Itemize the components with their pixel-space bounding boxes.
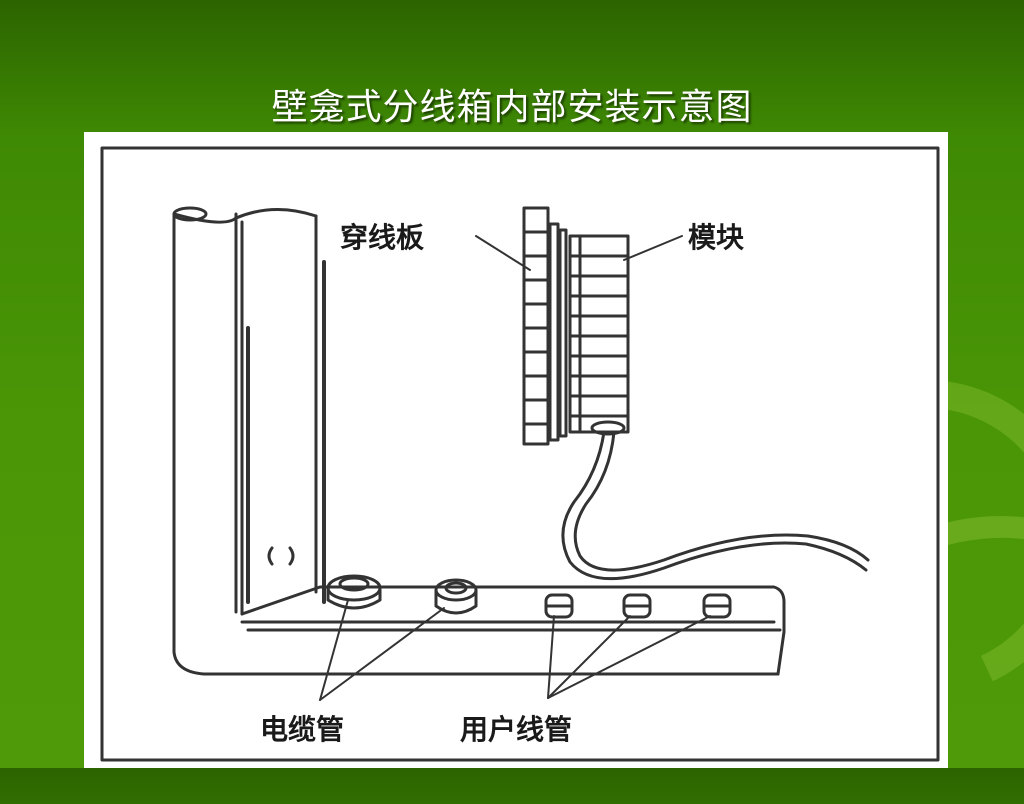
leader-user-2	[547, 615, 631, 699]
module-cable-2	[573, 430, 870, 572]
leader-module	[623, 235, 683, 261]
label-user-conduit: 用户线管	[460, 713, 573, 746]
cable-conduit-1	[326, 574, 382, 610]
label-module: 模块	[688, 221, 745, 254]
bottom-plate-top	[240, 585, 786, 616]
wall-top-edge	[172, 208, 318, 224]
label-cable-conduit: 电缆管	[260, 713, 345, 746]
installation-diagram	[100, 146, 940, 762]
slide-title: 壁龛式分线箱内部安装示意图	[271, 87, 753, 128]
box-side-wall	[172, 212, 780, 676]
leader-user-3	[547, 615, 711, 699]
leader-cable-1	[319, 599, 349, 701]
box-frame	[100, 146, 940, 762]
leader-threading-board	[475, 235, 531, 271]
diagram-panel: 穿线板 模块 电缆管 用户线管	[84, 132, 948, 768]
user-conduit-1	[544, 593, 574, 619]
wall-bracket-2	[288, 546, 295, 566]
leader-user-1	[547, 615, 555, 699]
threading-board	[522, 206, 568, 446]
user-conduit-3	[702, 593, 732, 619]
label-threading-board: 穿线板	[340, 221, 425, 254]
module-block	[568, 234, 630, 436]
module-cable	[561, 430, 868, 581]
wall-bracket	[267, 546, 274, 566]
cable-conduit-2	[434, 578, 478, 615]
leader-cable-2	[319, 607, 445, 701]
bottom-plate-edge	[776, 600, 786, 676]
user-conduit-2	[622, 593, 652, 619]
